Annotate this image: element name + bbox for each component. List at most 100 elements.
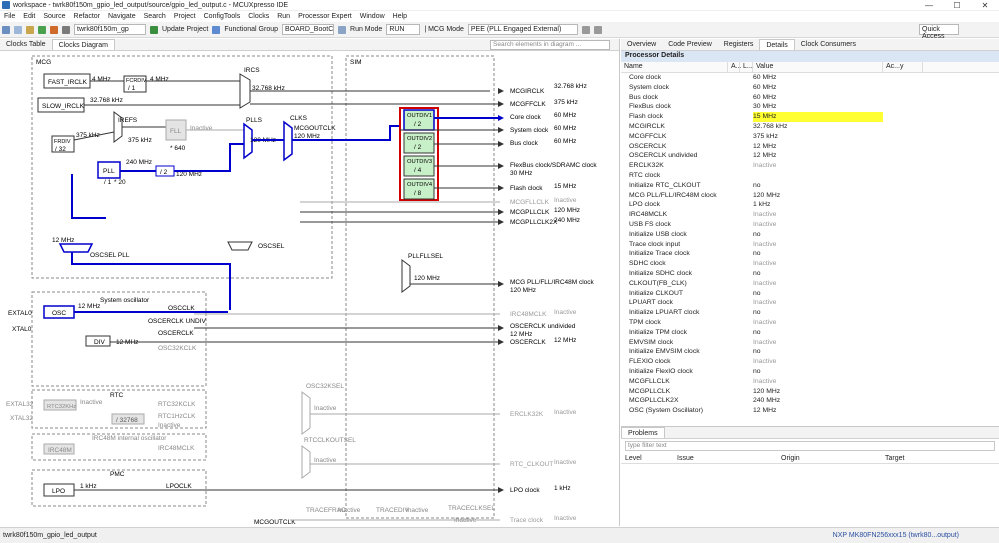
table-row[interactable]: CLKOUT(FB_CLK)Inactive <box>621 279 999 289</box>
tab-clock-consumers[interactable]: Clock Consumers <box>800 41 856 48</box>
outdiv4-box[interactable] <box>403 178 435 200</box>
pllfllsel-mux[interactable] <box>401 259 411 293</box>
menu-window[interactable]: Window <box>359 13 385 20</box>
oscsel-pll-mux[interactable] <box>58 243 94 253</box>
oscsel-mux[interactable] <box>227 241 253 251</box>
menu-source[interactable]: Source <box>43 13 66 20</box>
div-box[interactable] <box>85 335 111 347</box>
problems-filter-input[interactable]: type filter text <box>625 441 995 451</box>
rtc32khz-box[interactable] <box>43 399 77 411</box>
div32768-box[interactable] <box>111 413 145 425</box>
minimize-icon[interactable]: — <box>925 0 933 10</box>
menu-refactor[interactable]: Refactor <box>73 13 100 20</box>
col-l[interactable]: L... <box>740 62 753 72</box>
menu-search[interactable]: Search <box>143 13 166 20</box>
menu-clocks[interactable]: Clocks <box>248 13 270 20</box>
tools-icon[interactable] <box>62 25 70 34</box>
save-icon[interactable] <box>14 25 22 34</box>
tab-overview[interactable]: Overview <box>627 41 657 48</box>
irc48m-box[interactable] <box>43 443 75 455</box>
debug-icon[interactable] <box>50 25 58 34</box>
menu-navigate[interactable]: Navigate <box>108 13 136 20</box>
col-issue[interactable]: Issue <box>677 454 694 462</box>
fcrdiv-box[interactable] <box>123 75 147 93</box>
maximize-icon[interactable]: ☐ <box>953 0 961 10</box>
diagram-search-input[interactable]: Search elements in diagram ... <box>490 40 610 50</box>
clks-mux[interactable] <box>283 120 293 162</box>
nav-back-icon[interactable] <box>581 25 590 34</box>
tab-clocks-table[interactable]: Clocks Table <box>6 41 46 48</box>
menu-configtools[interactable]: ConfigTools <box>203 13 241 20</box>
col-origin[interactable]: Origin <box>781 454 800 462</box>
folder-icon[interactable] <box>26 25 34 34</box>
rtcclkoutsel-mux[interactable] <box>301 445 311 479</box>
nav-forward-icon[interactable] <box>593 25 602 34</box>
ircs-mux[interactable] <box>239 73 251 109</box>
project-combo[interactable]: twrk80f150m_gp <box>74 24 146 35</box>
quick-access-input[interactable]: Quick Access <box>919 24 959 40</box>
menu-help[interactable]: Help <box>392 13 408 20</box>
col-activity[interactable]: Ac...y <box>883 62 923 72</box>
tab-code-preview[interactable]: Code Preview <box>668 41 712 48</box>
menu-edit[interactable]: Edit <box>23 13 36 20</box>
run-mode-combo[interactable]: RUN <box>386 24 421 35</box>
outdiv2-box[interactable] <box>403 132 435 154</box>
col-value[interactable]: Value <box>753 62 883 72</box>
menu-run[interactable]: Run <box>277 13 291 20</box>
col-a[interactable]: A... <box>728 62 742 72</box>
status-right[interactable]: NXP MK80FN256xxx15 (twrk80...output) <box>832 532 959 539</box>
close-icon[interactable]: ✕ <box>981 0 989 10</box>
plls-mux[interactable] <box>243 122 253 160</box>
menu-project[interactable]: Project <box>173 13 196 20</box>
tab-registers[interactable]: Registers <box>723 41 754 48</box>
col-name[interactable]: Name <box>621 62 728 72</box>
mcg-mode-combo[interactable]: PEE (PLL Engaged External) <box>467 24 578 35</box>
tab-clocks-diagram[interactable]: Clocks Diagram <box>51 39 115 50</box>
table-row[interactable]: OSC (System Oscillator)12 MHz <box>621 406 999 416</box>
tab-problems[interactable]: Problems <box>621 427 665 438</box>
table-row[interactable]: RTC clock <box>621 171 999 181</box>
osc32ksel-mux[interactable] <box>301 391 311 435</box>
menu-processor-expert[interactable]: Processor Expert <box>298 13 352 20</box>
update-project-button[interactable]: Update Project <box>162 26 209 33</box>
menu-file[interactable]: File <box>4 13 16 20</box>
run-icon[interactable] <box>38 25 46 34</box>
col-target[interactable]: Target <box>885 454 905 462</box>
col-level[interactable]: Level <box>625 454 642 462</box>
frdiv-box[interactable] <box>51 135 75 153</box>
functional-group-combo[interactable]: BOARD_BootClo <box>282 24 335 35</box>
settings-icon[interactable] <box>338 25 347 34</box>
tab-details[interactable]: Details <box>759 39 795 50</box>
